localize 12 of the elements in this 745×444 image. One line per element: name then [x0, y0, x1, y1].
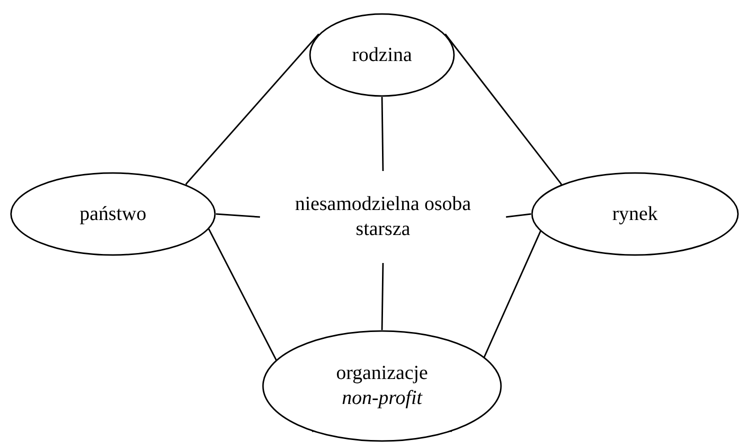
- connector-line: [381, 96, 384, 172]
- node-label: rodzina: [352, 42, 412, 68]
- connector-line: [185, 34, 320, 185]
- connector-line: [381, 262, 384, 330]
- node-label: organizacje: [336, 361, 428, 386]
- connector-line: [216, 213, 260, 218]
- connector-line: [444, 34, 562, 185]
- node-label: rynek: [612, 202, 658, 226]
- connector-line: [506, 213, 532, 218]
- node-label: państwo: [80, 202, 146, 226]
- node-label: niesamodzielna osoba starsza: [294, 192, 472, 242]
- subtitle-text: non-profit: [342, 386, 422, 411]
